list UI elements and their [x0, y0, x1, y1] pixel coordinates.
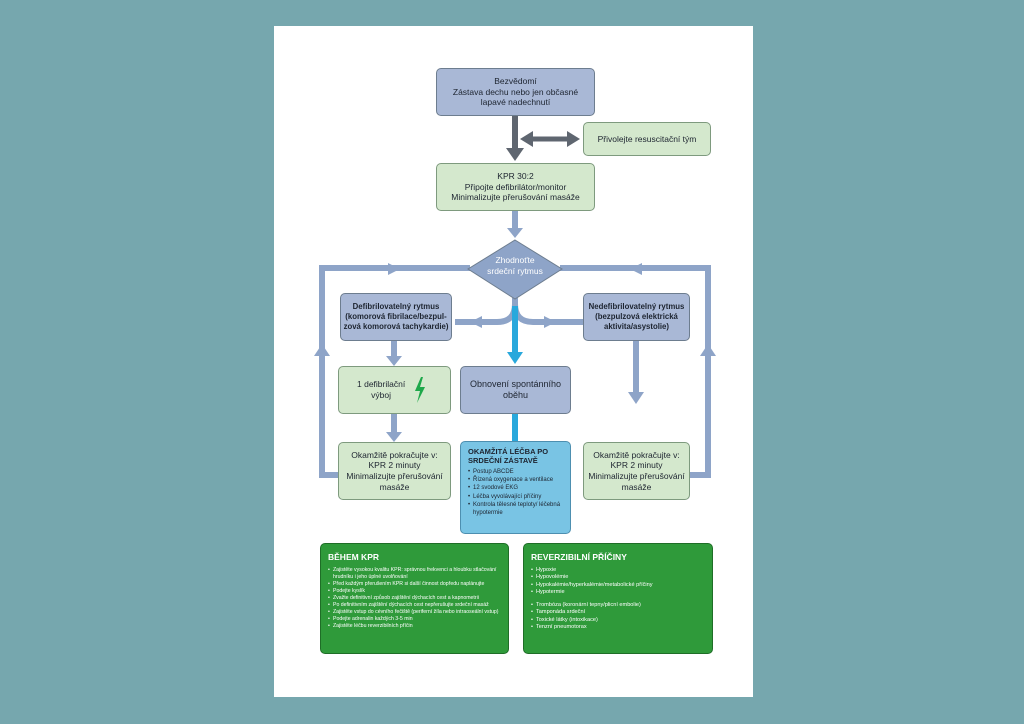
resume-cpr-left-box: Okamžitě pokračujte v: KPR 2 minuty Mini…	[338, 442, 451, 500]
list-item: Zajistěte vysokou kvalitu KPR: správnou …	[328, 567, 501, 581]
during-cpr-list: Zajistěte vysokou kvalitu KPR: správnou …	[328, 567, 501, 630]
resume-left-line-3: Minimalizujte přerušování	[346, 471, 443, 481]
during-cpr-title: BĚHEM KPR	[328, 552, 380, 562]
shock-line-2: výboj	[371, 390, 392, 400]
unresponsive-line-1: Bezvědomí	[494, 76, 537, 87]
post-arrest-title-2: SRDEČNÍ ZÁSTAVĚ	[468, 455, 538, 465]
list-item: Podejte kyslík	[328, 588, 501, 595]
list-item: Zajistěte vstup do cévního řečiště (peri…	[328, 609, 501, 616]
list-item: Podejte adrenalin každých 3-5 min	[328, 616, 501, 623]
non-shockable-rhythm-box: Nedefibrilovatelný rytmus (bezpulzová el…	[583, 293, 690, 341]
reversible-causes-title: REVERZIBILNÍ PŘÍČINY	[531, 552, 627, 562]
resume-right-line-3: Minimalizujte přerušování	[588, 471, 685, 481]
assess-line-1: Zhodnoťte	[495, 255, 535, 265]
resume-left-line-4: masáže	[379, 481, 410, 492]
shock-line-1: 1 defibrilační	[357, 379, 406, 390]
assess-rhythm-diamond	[467, 239, 563, 300]
during-cpr-panel: BĚHEM KPR Zajistěte vysokou kvalitu KPR:…	[320, 543, 509, 654]
reversible-causes-panel: REVERZIBILNÍ PŘÍČINY Hypoxie Hypovolémie…	[523, 543, 713, 654]
resume-right-line-1: Okamžitě pokračujte v:	[593, 449, 680, 460]
shockable-line-3: zová komorová tachykardie)	[343, 321, 449, 331]
list-item: Hypovolémie	[531, 574, 653, 582]
post-arrest-list: Postup ABCDE Řízená oxygenace a ventilac…	[468, 468, 563, 517]
list-item: Po definitivním zajištění dýchacích cest…	[328, 602, 501, 609]
shock-box: 1 defibrilační výboj	[338, 366, 451, 414]
unresponsive-line-2: Zástava dechu nebo jen občasné	[452, 86, 579, 97]
rosc-line-1: Obnovení spontánního	[469, 378, 562, 389]
call-team-label: Přivolejte resuscitační tým	[597, 133, 697, 144]
reversible-causes-list-a: Hypoxie Hypovolémie Hypokalémie/hyperkal…	[531, 567, 653, 597]
list-item: Léčba vyvolávající příčiny	[468, 493, 563, 501]
post-arrest-box: OKAMŽITÁ LÉČBA PO SRDEČNÍ ZÁSTAVĚ Postup…	[460, 441, 571, 534]
list-item: Hypotermie	[531, 589, 653, 597]
list-item: Postup ABCDE	[468, 468, 563, 476]
non-shockable-line-1: Nedefibrilovatelný rytmus	[588, 302, 685, 312]
list-item: Toxické látky (intoxikace)	[531, 617, 641, 625]
rosc-line-2: oběhu	[502, 390, 529, 400]
list-item: Hypokalémie/hyperkalémie/metabolické pří…	[531, 582, 653, 590]
reversible-causes-list-b: Trombóza (koronární tepny/plicní embolie…	[531, 602, 641, 632]
blue-arrowheads	[314, 228, 716, 442]
assess-line-2: srdeční rytmus	[487, 266, 543, 277]
non-shockable-line-3: aktivita/asystolie)	[603, 321, 669, 331]
list-item: Zvažte definitivní způsob zajištění dých…	[328, 595, 501, 602]
list-item: Před každým přerušením KPR si další činn…	[328, 581, 501, 588]
list-item: 12 svodové EKG	[468, 484, 563, 492]
rosc-arrow	[507, 306, 523, 442]
rosc-box: Obnovení spontánního oběhu	[460, 366, 571, 414]
cpr-line-2: Připojte defibrilátor/monitor	[464, 181, 567, 192]
cpr-line-1: KPR 30:2	[497, 171, 534, 182]
unresponsive-line-3: lapavé nadechnutí	[480, 97, 551, 108]
shockable-rhythm-box: Defibrilovatelný rytmus (komorová fibril…	[340, 293, 452, 341]
resume-right-line-2: KPR 2 minuty	[610, 460, 663, 471]
list-item: Trombóza (koronární tepny/plicní embolie…	[531, 602, 641, 610]
list-item: Tamponáda srdeční	[531, 609, 641, 617]
list-item: Tenzní pneumotorax	[531, 624, 641, 632]
resume-left-line-1: Okamžitě pokračujte v:	[351, 449, 438, 460]
call-team-box: Přivolejte resuscitační tým	[583, 122, 711, 156]
list-item: Hypoxie	[531, 567, 653, 575]
resume-right-line-4: masáže	[621, 481, 652, 492]
unresponsive-box: Bezvědomí Zástava dechu nebo jen občasné…	[436, 68, 595, 116]
shockable-line-2: (komorová fibrilace/bezpul-	[345, 312, 447, 322]
list-item: Kontrola tělesné teploty/ léčebná hypote…	[468, 501, 563, 517]
resume-left-line-2: KPR 2 minuty	[368, 460, 421, 471]
resume-cpr-right-box: Okamžitě pokračujte v: KPR 2 minuty Mini…	[583, 442, 690, 500]
cpr-line-3: Minimalizujte přerušování masáže	[451, 192, 580, 203]
list-item: Zajistěte léčbu reverzibilních příčin	[328, 623, 501, 630]
list-item: Řízená oxygenace a ventilace	[468, 476, 563, 484]
post-arrest-title-1: OKAMŽITÁ LÉČBA PO	[468, 447, 549, 456]
shockable-line-1: Defibrilovatelný rytmus	[352, 302, 440, 312]
lightning-bolt-icon	[415, 377, 426, 403]
post-arrest-title: OKAMŽITÁ LÉČBA PO SRDEČNÍ ZÁSTAVĚ	[468, 447, 549, 465]
assess-rhythm-label: Zhodnoťte srdeční rytmus	[470, 255, 560, 277]
non-shockable-line-2: (bezpulzová elektrická	[595, 312, 678, 322]
grey-arrows	[506, 116, 580, 161]
cpr-box: KPR 30:2 Připojte defibrilátor/monitor M…	[436, 163, 595, 211]
